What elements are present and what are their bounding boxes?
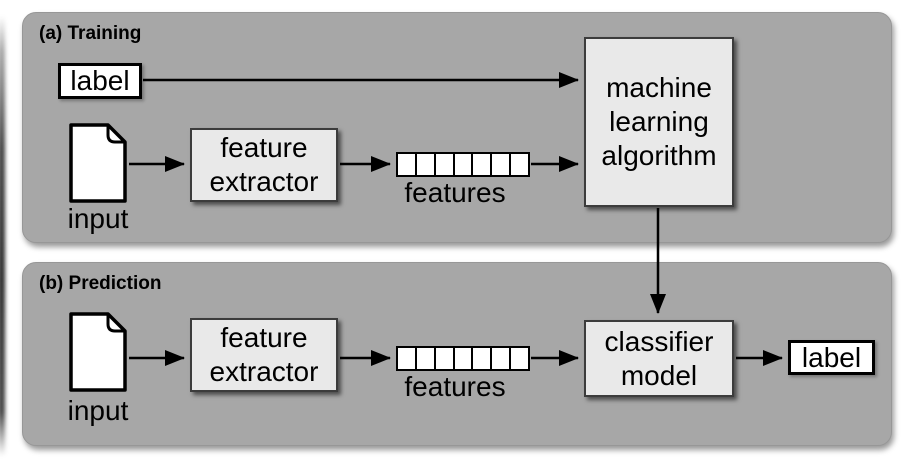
prediction-input-caption: input xyxy=(67,395,129,426)
feature-cell xyxy=(490,348,509,369)
training-panel-title: (a) Training xyxy=(39,23,142,44)
prediction-features-caption: features xyxy=(404,371,506,402)
feature-vector-strip xyxy=(396,152,530,177)
feature-cell xyxy=(398,154,415,175)
prediction-feature-extractor-box: feature extractor xyxy=(190,318,338,392)
feature-cell xyxy=(490,154,509,175)
feature-cell xyxy=(414,348,434,369)
feature-cell xyxy=(452,154,472,175)
machine-learning-algorithm-box: machine learning algorithm xyxy=(584,37,734,207)
training-input-caption: input xyxy=(67,203,129,234)
feature-cell xyxy=(471,348,490,369)
classifier-model-box: classifier model xyxy=(584,320,734,397)
prediction-label-box: label xyxy=(788,340,875,375)
feature-vector-strip xyxy=(396,346,530,371)
document-icon xyxy=(69,123,127,203)
feature-cell xyxy=(471,154,490,175)
document-icon xyxy=(69,312,127,392)
feature-cell xyxy=(433,154,453,175)
feature-cell xyxy=(452,348,472,369)
training-panel: (a) Training xyxy=(22,12,892,243)
training-features-caption: features xyxy=(404,177,506,208)
training-label-box: label xyxy=(58,63,142,99)
feature-cell xyxy=(509,154,528,175)
feature-cell xyxy=(433,348,453,369)
feature-cell xyxy=(509,348,528,369)
feature-cell xyxy=(414,154,434,175)
prediction-panel-title: (b) Prediction xyxy=(39,273,162,294)
feature-cell xyxy=(398,348,415,369)
page-edge-shadow xyxy=(0,16,5,456)
training-feature-extractor-box: feature extractor xyxy=(190,128,338,202)
